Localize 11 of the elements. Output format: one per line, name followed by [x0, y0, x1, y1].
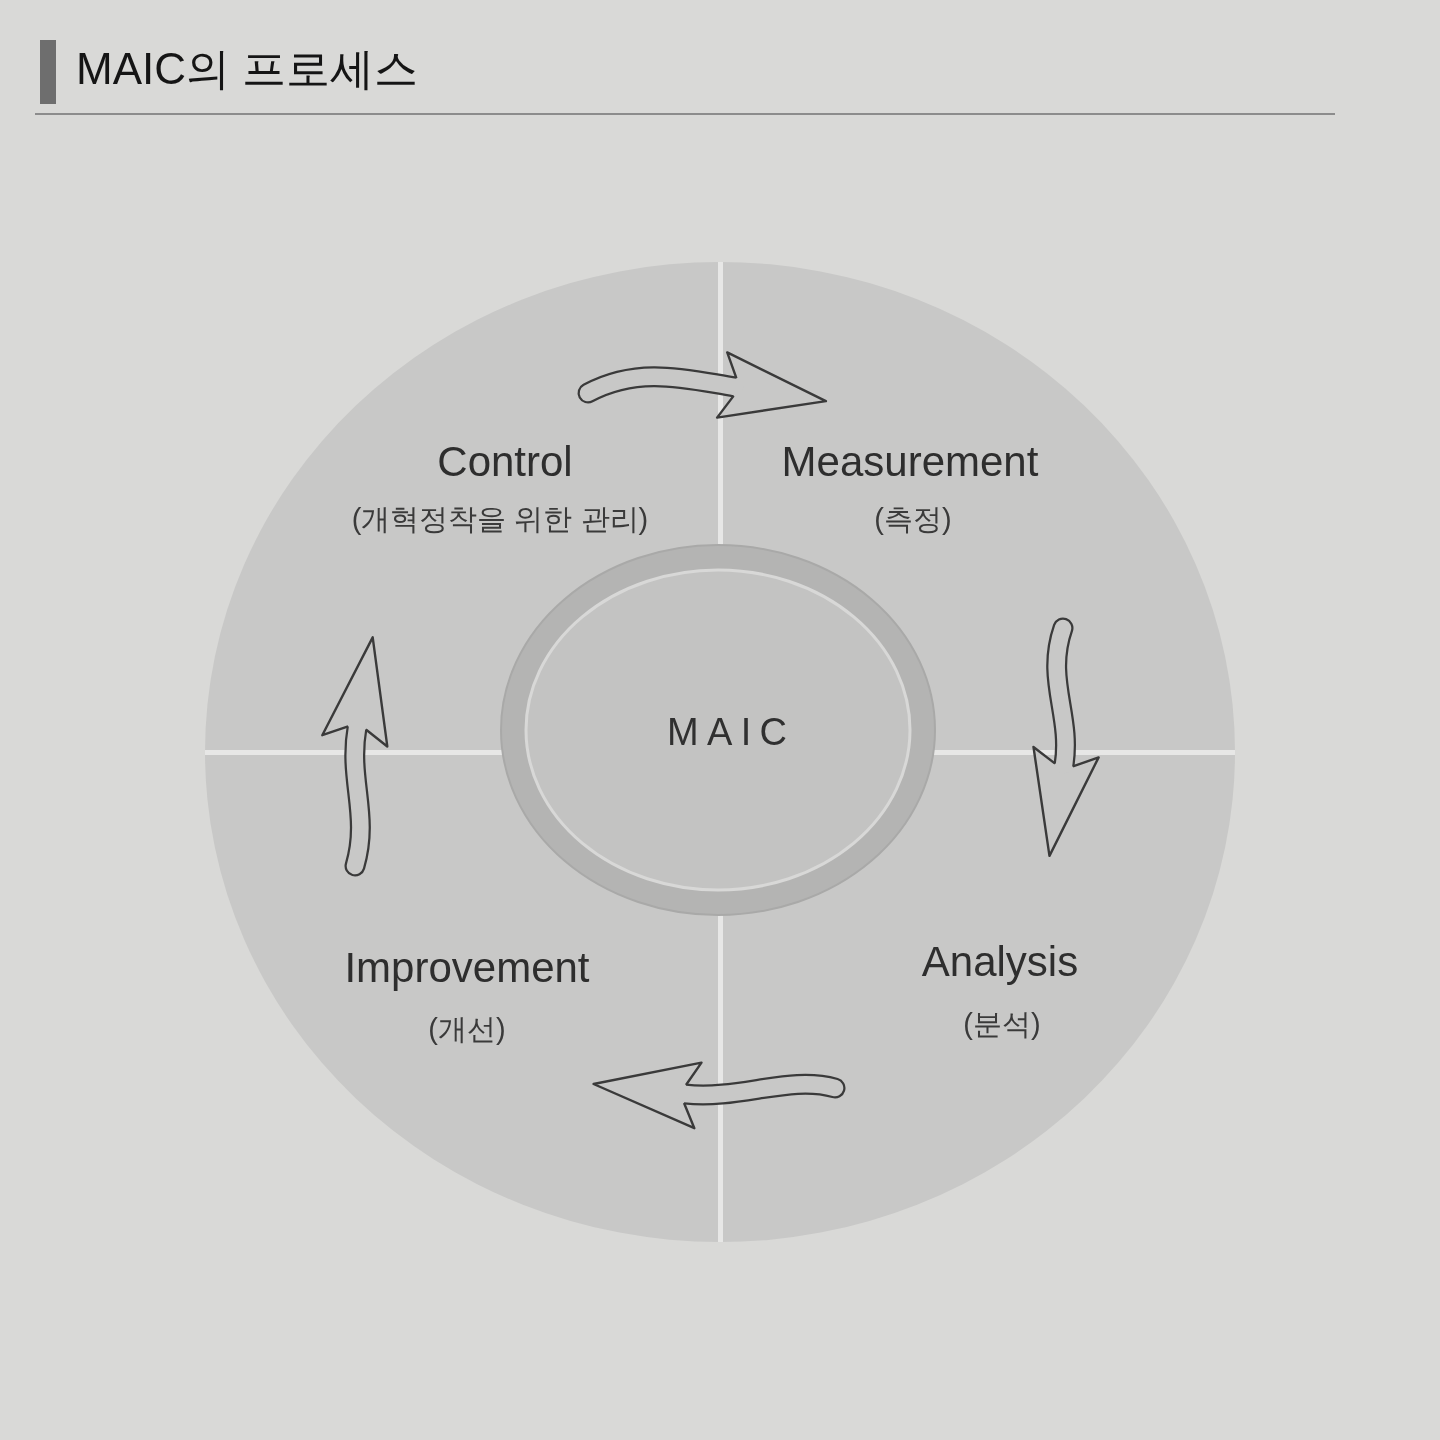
step-title: Analysis — [921, 937, 1079, 987]
step-title: Control — [437, 437, 573, 487]
step-subtitle: (개선) — [428, 1013, 506, 1047]
center-label: MAIC — [666, 711, 796, 755]
step-subtitle: (분석) — [963, 1008, 1041, 1042]
step-subtitle: (측정) — [874, 503, 952, 537]
step-title: Improvement — [344, 943, 590, 993]
diagram-title: MAIC의 프로세스 — [76, 44, 419, 95]
step-subtitle: (개혁정착을 위한 관리) — [351, 503, 649, 537]
step-title: Measurement — [781, 437, 1039, 487]
center-circle — [500, 544, 936, 916]
